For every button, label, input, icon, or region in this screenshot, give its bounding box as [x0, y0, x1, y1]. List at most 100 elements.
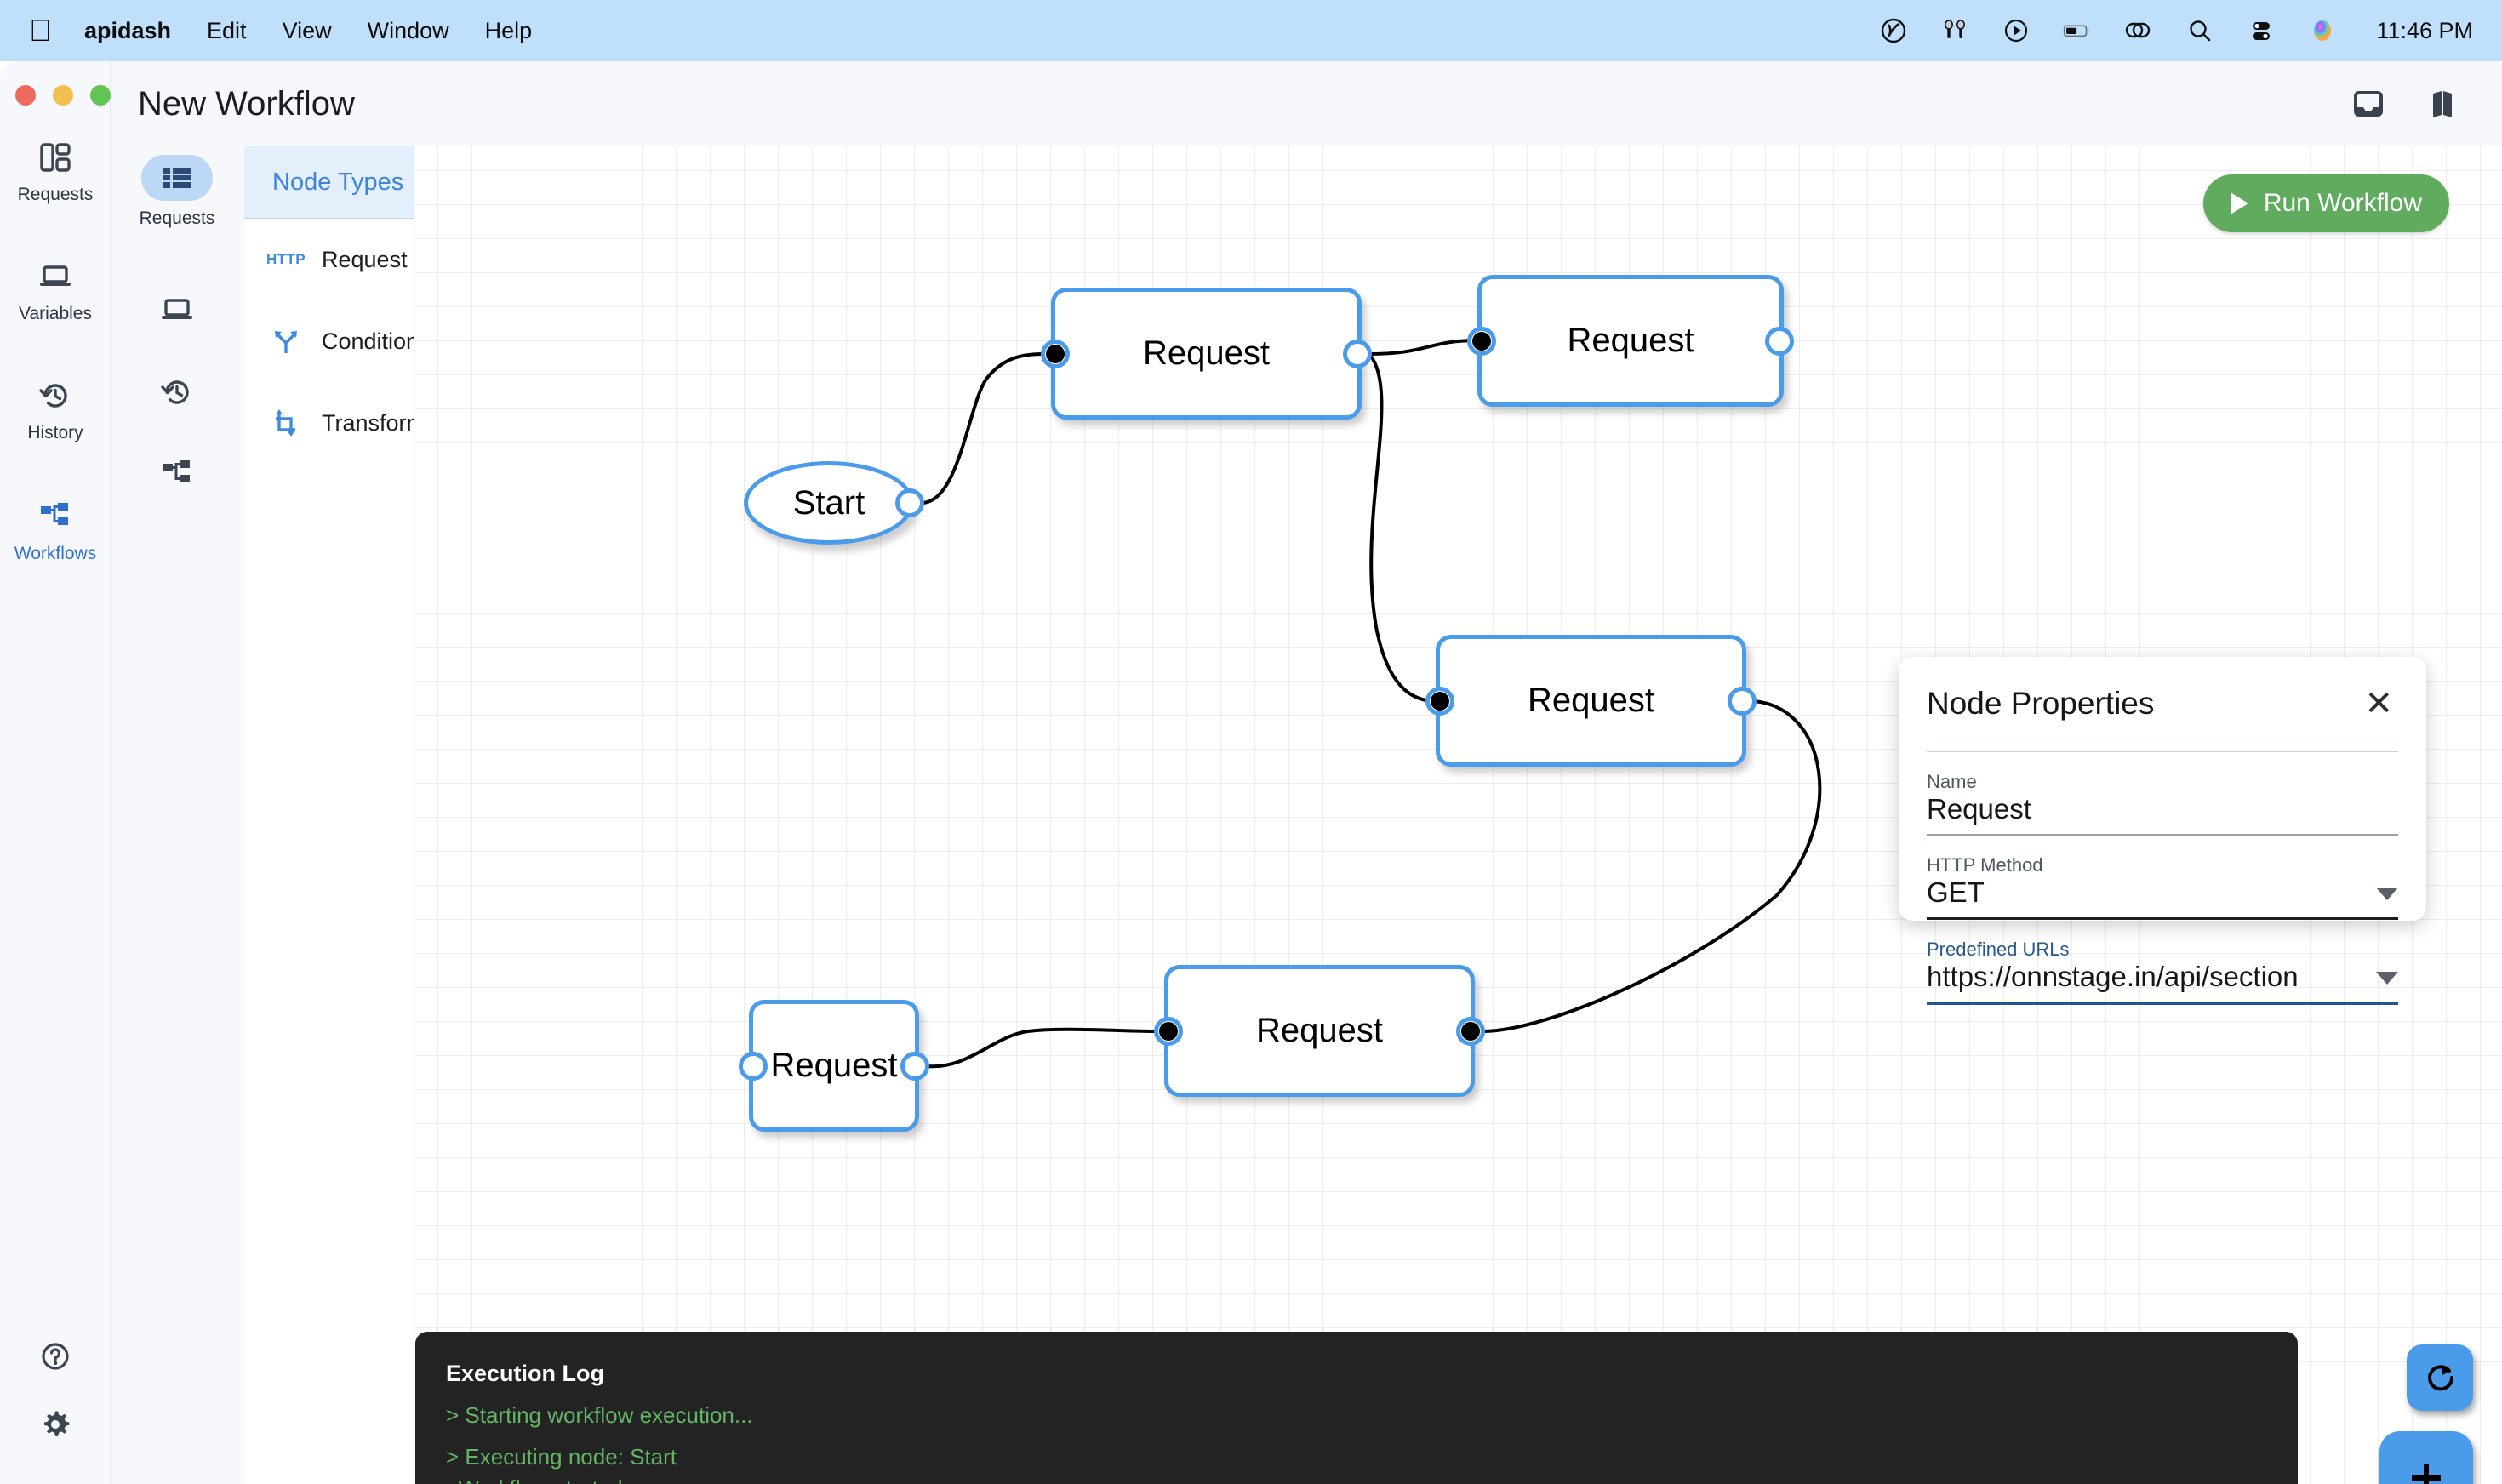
menubar-item-edit[interactable]: Edit — [184, 17, 247, 43]
workflow-header: New Workflow — [111, 61, 2502, 146]
node-start[interactable]: Start — [744, 461, 924, 545]
name-value: Request — [1927, 793, 2031, 825]
node-request-2[interactable]: Request — [1467, 275, 1794, 407]
node-properties-title: Node Properties — [1927, 686, 2155, 721]
refresh-fab[interactable] — [2407, 1344, 2473, 1411]
play-icon — [2230, 192, 2248, 214]
menubar-status-area: 11:46 PM — [1879, 16, 2473, 45]
macos-menubar:  apidash Edit View Window Help 11:46 PM — [0, 0, 2502, 61]
history-icon — [36, 376, 75, 415]
node-request-2-output-port[interactable] — [1765, 326, 1794, 356]
execution-log-line: > Executing node: Start — [446, 1444, 677, 1470]
node-label-start: Start — [792, 483, 865, 522]
http-method-select[interactable]: GET — [1927, 876, 2398, 920]
help-circle-icon[interactable] — [0, 1322, 111, 1390]
control-center-icon[interactable] — [2247, 16, 2276, 45]
node-request-1[interactable]: Request — [1041, 288, 1372, 420]
node-request-3-output-port[interactable] — [1728, 686, 1757, 716]
maximize-window-button[interactable] — [90, 85, 111, 106]
search-icon[interactable] — [2185, 16, 2214, 45]
apple-menu-icon[interactable]:  — [29, 15, 52, 46]
node-type-transform[interactable]: Transform — [244, 382, 414, 464]
node-types-panel: Node Types HTTP Request Condition Transf… — [244, 146, 414, 1484]
node-request-3-input-port[interactable] — [1425, 686, 1454, 716]
node-request-4-output-port[interactable] — [1456, 1016, 1485, 1046]
plus-icon — [2412, 1464, 2441, 1484]
node-request-1-output-port[interactable] — [1343, 339, 1372, 368]
name-input[interactable]: Request — [1927, 793, 2398, 836]
node-request-3[interactable]: Request — [1425, 635, 1757, 767]
menubar-item-view[interactable]: View — [259, 17, 332, 43]
minimize-window-button[interactable] — [53, 85, 73, 106]
node-type-label-condition: Condition — [322, 328, 414, 354]
add-fab[interactable] — [2379, 1431, 2473, 1484]
header-actions — [2349, 84, 2463, 123]
workflow-icon — [141, 451, 213, 497]
siri-icon[interactable] — [2308, 16, 2337, 45]
predefined-urls-value: https://onnstage.in/api/section — [1927, 961, 2299, 992]
node-type-condition[interactable]: Condition — [244, 300, 414, 382]
rail2-item-workflows[interactable] — [111, 451, 243, 497]
node-label-request-2: Request — [1567, 322, 1694, 359]
transform-icon — [268, 408, 304, 437]
play-circle-icon[interactable] — [2002, 16, 2031, 45]
close-icon[interactable]: ✕ — [2364, 685, 2393, 722]
node-label-request-5: Request — [770, 1047, 898, 1084]
node-label-request-1: Request — [1143, 334, 1270, 372]
inbox-icon[interactable] — [2349, 84, 2388, 123]
sidebar-label-requests: Requests — [17, 185, 94, 204]
execution-log-title: Execution Log — [446, 1361, 605, 1386]
map-icon[interactable] — [2424, 84, 2463, 123]
node-request-5-input-port[interactable] — [739, 1051, 768, 1081]
node-type-label-request: Request — [322, 246, 408, 272]
rail2-item-variables[interactable] — [111, 287, 243, 333]
node-request-2-input-port[interactable] — [1467, 326, 1496, 356]
node-types-header: Node Types — [244, 146, 414, 219]
node-request-5-output-port[interactable] — [900, 1051, 929, 1081]
chevron-down-icon[interactable] — [2376, 888, 2398, 900]
node-request-4[interactable]: Request — [1154, 965, 1485, 1097]
menubar-item-apidash[interactable]: apidash — [61, 17, 171, 43]
node-type-request[interactable]: HTTP Request — [244, 219, 414, 300]
sidebar-item-history[interactable]: History — [0, 376, 111, 443]
predefined-urls-select[interactable]: https://onnstage.in/api/section — [1927, 961, 2398, 1005]
sidebar-item-requests[interactable]: Requests — [0, 138, 111, 205]
chain-links-icon[interactable] — [2124, 16, 2153, 45]
workflow-canvas[interactable]: Start Request Request Request Request — [415, 146, 2502, 1484]
field-label-http-method: HTTP Method — [1927, 854, 2043, 876]
node-request-5[interactable]: Request — [739, 1000, 929, 1132]
field-label-name: Name — [1927, 771, 1977, 792]
menubar-item-help[interactable]: Help — [461, 17, 533, 43]
window-traffic-lights — [15, 85, 111, 106]
dashboard-icon — [36, 138, 75, 177]
battery-icon[interactable] — [2063, 16, 2092, 45]
node-request-4-input-port[interactable] — [1154, 1016, 1183, 1046]
primary-sidebar: Requests Variables History Workflows — [0, 61, 111, 1484]
run-workflow-label: Run Workflow — [2263, 189, 2422, 217]
branch-icon — [268, 327, 304, 356]
sidebar-label-workflows: Workflows — [14, 544, 97, 563]
field-predefined-urls: Predefined URLs https://onnstage.in/api/… — [1927, 939, 2398, 1005]
page-title: New Workflow — [138, 84, 355, 123]
sidebar-item-workflows[interactable]: Workflows — [0, 497, 111, 564]
chevron-down-icon[interactable] — [2376, 972, 2398, 985]
secondary-icon-rail: Requests — [111, 146, 243, 1484]
run-workflow-button[interactable]: Run Workflow — [2202, 174, 2449, 232]
workflow-icon — [36, 497, 75, 536]
gear-icon[interactable] — [0, 1390, 111, 1458]
rail2-item-requests[interactable]: Requests — [111, 155, 243, 229]
close-window-button[interactable] — [15, 85, 36, 106]
creative-cloud-icon[interactable] — [1879, 16, 1908, 45]
laptop-icon — [141, 287, 213, 333]
execution-log-line: Workflow started — [446, 1475, 2267, 1484]
menubar-item-window[interactable]: Window — [344, 17, 449, 43]
rail2-item-history[interactable] — [111, 369, 243, 415]
sidebar-item-variables[interactable]: Variables — [0, 257, 111, 324]
node-label-request-3: Request — [1528, 682, 1654, 719]
node-type-label-transform: Transform — [322, 409, 414, 436]
airpods-icon[interactable] — [1940, 16, 1969, 45]
http-badge-icon: HTTP — [266, 251, 306, 267]
node-start-output-port[interactable] — [895, 488, 924, 517]
node-request-1-input-port[interactable] — [1041, 339, 1070, 368]
rail2-label-requests: Requests — [139, 208, 215, 228]
